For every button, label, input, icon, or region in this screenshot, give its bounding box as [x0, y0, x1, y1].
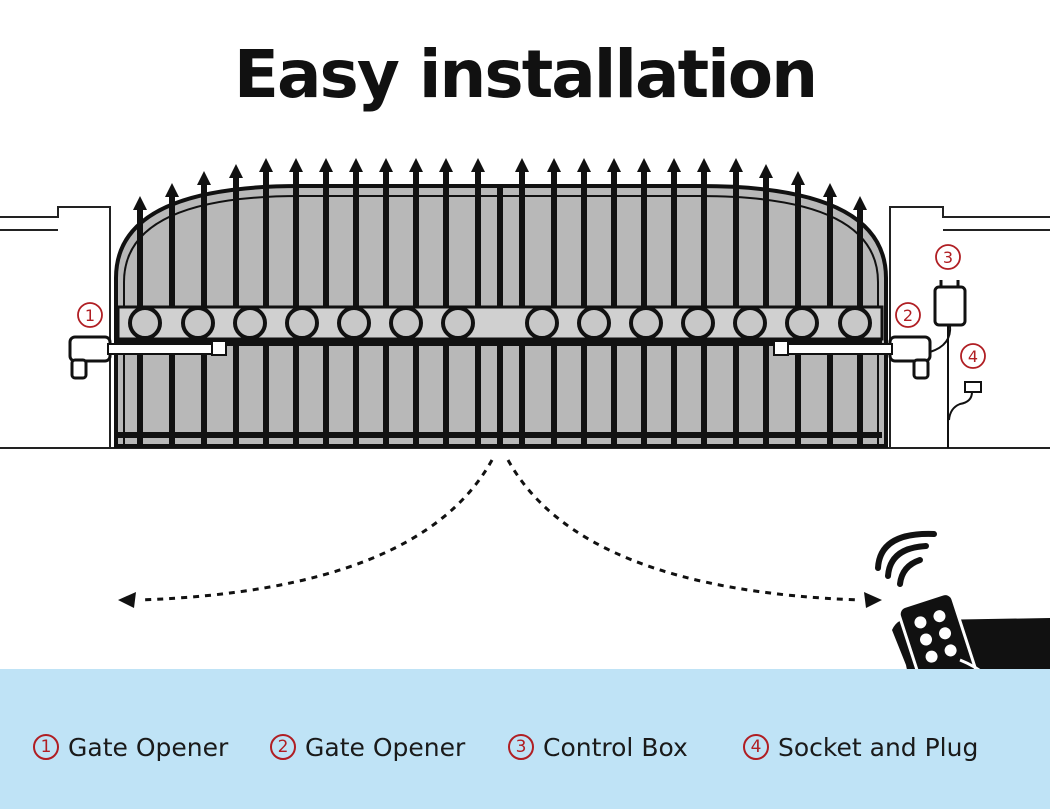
legend-item-socket-and-plug: 4 Socket and Plug — [743, 731, 978, 763]
legend-item-control-box: 3 Control Box — [508, 731, 688, 763]
right-wall — [889, 206, 1050, 449]
arrow-right-icon — [864, 592, 882, 608]
callout-4: 4 — [960, 343, 986, 369]
ring-band — [116, 305, 884, 341]
control-box — [929, 280, 967, 448]
gate-opener-left — [68, 335, 227, 380]
legend-label: Gate Opener — [68, 732, 229, 762]
callout-2: 2 — [895, 302, 921, 328]
legend-number: 3 — [508, 734, 534, 760]
wifi-signal-icon — [875, 530, 937, 587]
socket — [948, 381, 982, 421]
svg-text:4: 4 — [968, 347, 978, 366]
legend-label: Gate Opener — [305, 732, 466, 762]
legend-item-gate-opener-1: 1 Gate Opener — [33, 731, 228, 763]
svg-text:1: 1 — [85, 306, 95, 325]
legend-number: 4 — [743, 734, 769, 760]
gate-opener-right — [773, 335, 932, 380]
arrow-left-icon — [118, 592, 136, 608]
legend-number: 2 — [270, 734, 296, 760]
svg-text:2: 2 — [903, 306, 913, 325]
swing-arc-right — [506, 459, 861, 602]
gate-bars — [133, 158, 867, 446]
callout-3: 3 — [935, 244, 961, 270]
left-wall — [0, 206, 111, 449]
legend-number: 1 — [33, 734, 59, 760]
page-title: Easy installation — [233, 36, 818, 113]
swing-arc-left — [139, 459, 494, 602]
legend-label: Control Box — [543, 732, 688, 762]
legend-label: Socket and Plug — [778, 732, 979, 762]
legend-item-gate-opener-2: 2 Gate Opener — [270, 731, 465, 763]
svg-text:3: 3 — [943, 248, 953, 267]
callout-1: 1 — [77, 302, 103, 328]
